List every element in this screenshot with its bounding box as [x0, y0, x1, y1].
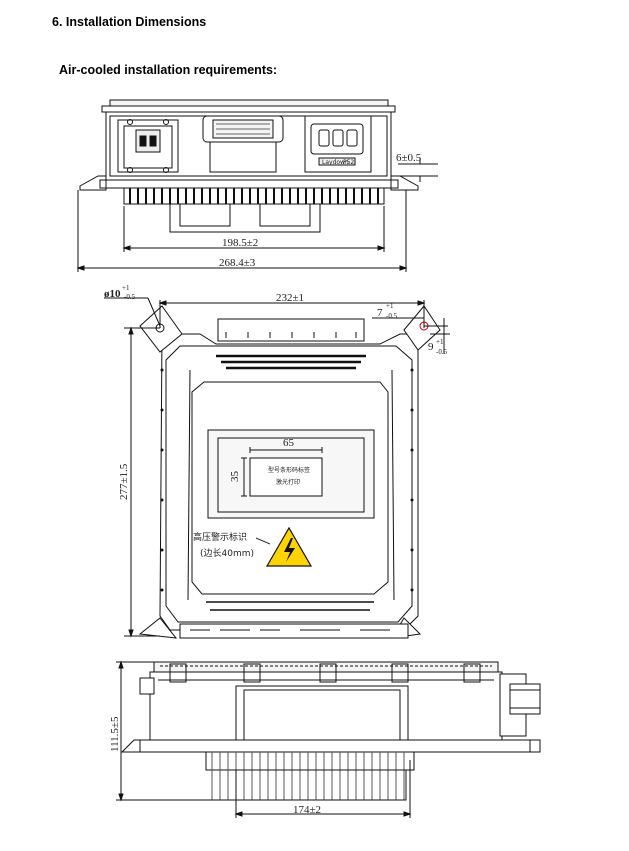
- front-dim-inner-width: 198.5±2: [222, 237, 258, 249]
- high-voltage-warning-icon: [265, 526, 313, 567]
- top-dim-hole-tol-upper: +1: [122, 284, 130, 292]
- heat-sink-fins: [123, 187, 385, 205]
- top-dim-hole: ø10: [104, 288, 121, 300]
- connector-text-2: P52: [343, 159, 354, 166]
- top-dim-edge-x-tol-upper: +1: [386, 302, 394, 310]
- label-height-dim: 35: [229, 471, 241, 483]
- middle-connector: [202, 115, 284, 173]
- warning-label-1: 高压警示标识: [193, 531, 247, 543]
- side-view: 111.5±5 174±2: [109, 660, 541, 818]
- label-text-2: 激光打印: [276, 478, 300, 486]
- top-dim-width: 232±1: [276, 292, 304, 304]
- left-connector: [117, 119, 179, 173]
- top-dim-edge-y-tol-lower: -0.5: [436, 348, 448, 356]
- label-text-1: 型号条形码标签: [268, 466, 310, 474]
- section-title: 6. Installation Dimensions: [52, 15, 207, 29]
- connector-text-1: Laydown: [322, 159, 349, 166]
- label-plate: 65 35 型号条形码标签 激光打印: [207, 429, 375, 519]
- top-view: 65 35 型号条形码标签 激光打印 高压警示标识 (边长40mm) 232±1…: [104, 284, 450, 639]
- top-dim-edge-x: 7: [377, 307, 383, 319]
- side-dim-width: 174±2: [293, 804, 321, 816]
- front-view: Laydown P52 6±0.5 198.5±2: [76, 99, 438, 272]
- right-connector: Laydown P52: [304, 115, 372, 173]
- label-width-dim: 65: [283, 437, 295, 449]
- top-dim-edge-y: 9: [428, 341, 434, 353]
- top-dim-hole-tol-lower: -0.5: [124, 293, 136, 301]
- subsection-title: Air-cooled installation requirements:: [59, 63, 278, 77]
- warning-label-2: (边长40mm): [200, 547, 254, 559]
- side-heat-sink-fins: [205, 751, 415, 801]
- top-dim-length: 277±1.5: [118, 463, 130, 500]
- top-dim-edge-y-tol-upper: +1: [436, 338, 444, 346]
- top-dim-edge-x-tol-lower: -0.5: [386, 312, 398, 320]
- front-dim-height: 6±0.5: [396, 152, 422, 164]
- front-dim-outer-width: 268.4±3: [219, 257, 256, 269]
- side-dim-height: 111.5±5: [109, 716, 121, 752]
